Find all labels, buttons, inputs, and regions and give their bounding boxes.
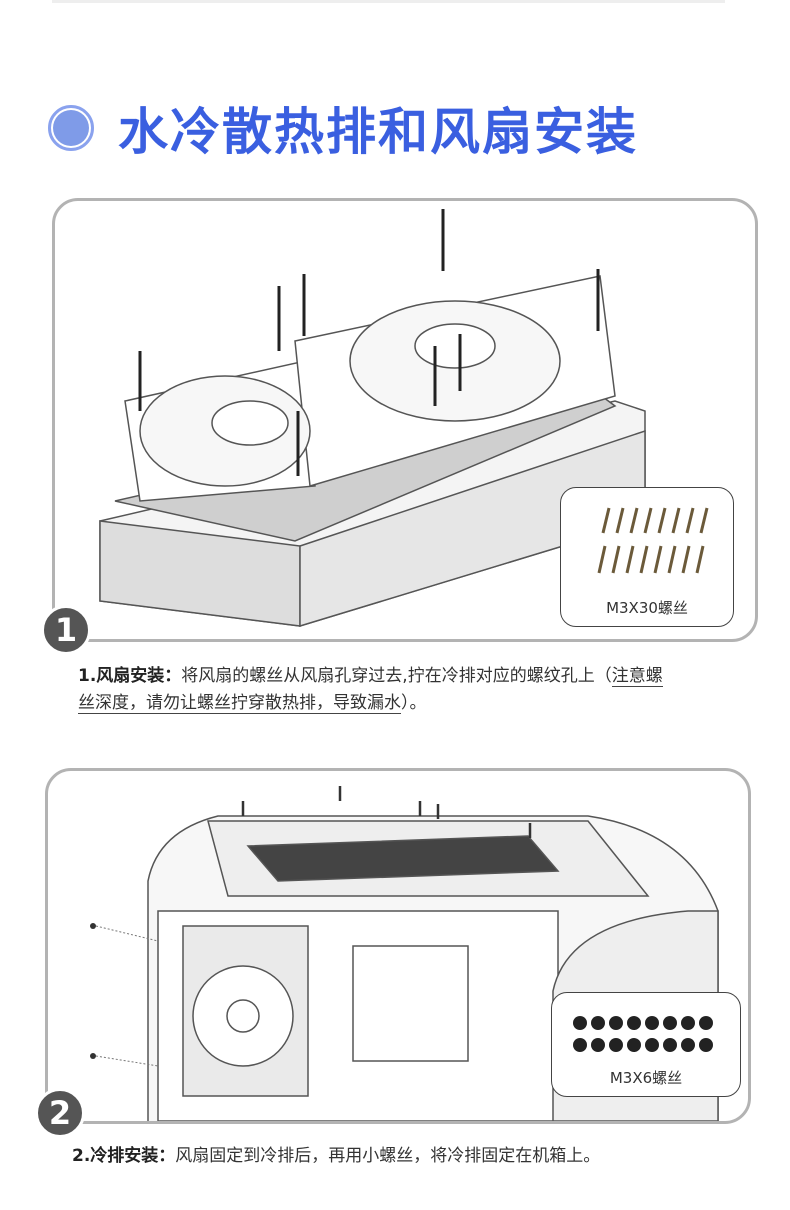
screw-inset-m3x6: M3X6螺丝 — [551, 992, 741, 1097]
step1-note-2: 丝深度，请勿让螺丝拧穿散热排，导致漏水 — [78, 693, 401, 714]
step1-note-1: 注意螺 — [611, 666, 663, 687]
screw-inset-m3x30: M3X30螺丝 — [560, 487, 734, 627]
short-screws-icon — [573, 1016, 713, 1052]
long-screws-icon — [597, 507, 709, 574]
top-divider — [52, 0, 725, 3]
step1-text: 将风扇的螺丝从风扇孔穿过去,拧在冷排对应的螺纹孔上（ — [181, 666, 612, 686]
screw-label: M3X6螺丝 — [609, 1069, 683, 1087]
step-number-badge: 2 — [35, 1088, 85, 1138]
step1-heading: 1.风扇安装： — [78, 666, 182, 686]
radiator-fan-drawing — [99, 209, 646, 628]
step-number-badge: 1 — [41, 605, 91, 655]
section-title: 水冷散热排和风扇安装 — [48, 92, 638, 164]
page-title: 水冷散热排和风扇安装 — [118, 103, 638, 161]
screw-label: M3X30螺丝 — [606, 599, 688, 617]
step2-heading: 2.冷排安装： — [72, 1146, 176, 1166]
fan-install-illustration: M3X30螺丝 — [52, 198, 758, 642]
circle-bullet-icon — [48, 105, 94, 151]
step1-tail: ）。 — [401, 693, 427, 713]
radiator-install-illustration: M3X6螺丝 — [45, 768, 751, 1124]
step2-text: 风扇固定到冷排后，再用小螺丝，将冷排固定在机箱上。 — [175, 1146, 601, 1166]
step1-description: 1.风扇安装：将风扇的螺丝从风扇孔穿过去,拧在冷排对应的螺纹孔上（注意螺 丝深度… — [78, 663, 758, 717]
step2-description: 2.冷排安装：风扇固定到冷排后，再用小螺丝，将冷排固定在机箱上。 — [72, 1143, 772, 1170]
